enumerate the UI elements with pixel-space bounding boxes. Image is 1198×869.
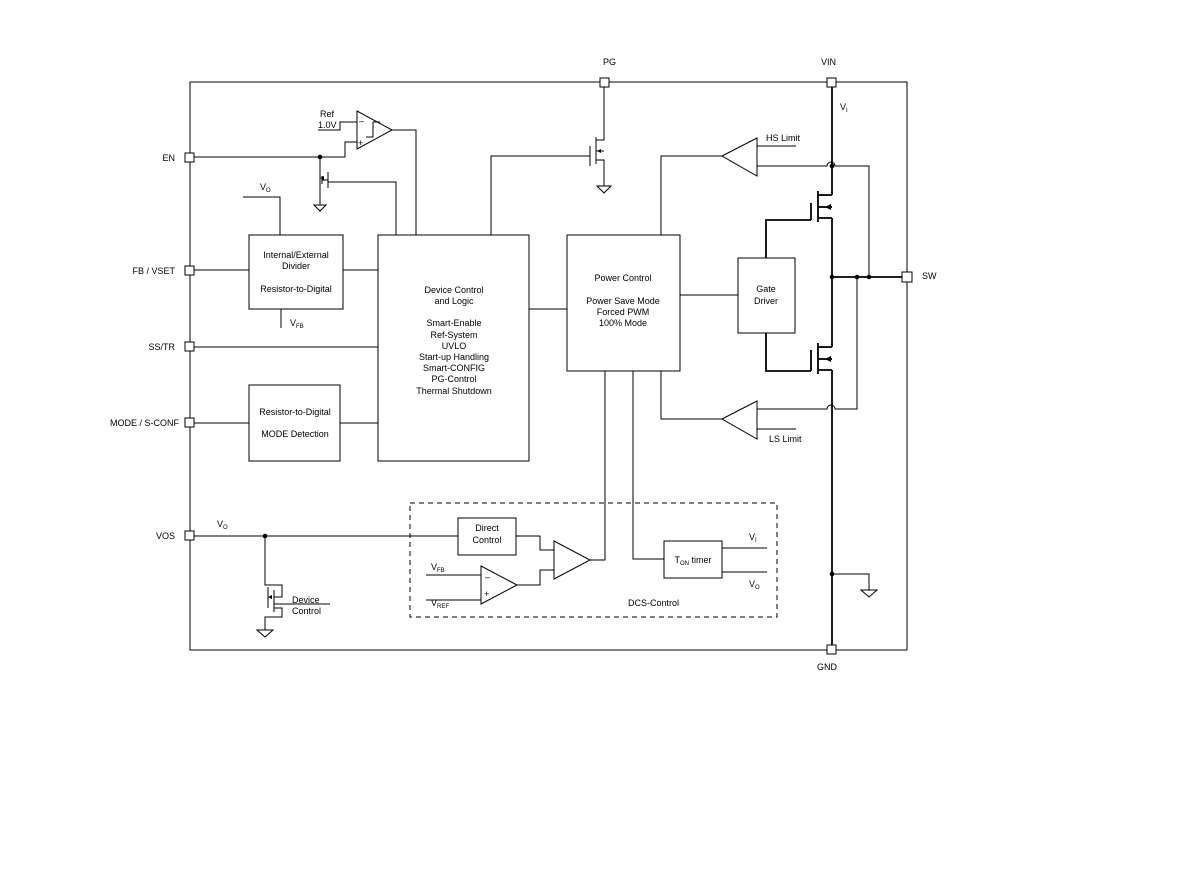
ls-limit-comparator: [720, 400, 758, 440]
pin-ss-tr: SS/TR: [148, 341, 195, 352]
pc-line1: Power Control: [594, 273, 651, 283]
pin-label-fb-vset: FB / VSET: [132, 266, 175, 276]
pin-label-ss-tr: SS/TR: [148, 342, 175, 352]
ls-limit-label: LS Limit: [769, 434, 802, 444]
pin-label-pg: PG: [603, 57, 616, 67]
pin-label-mode-sconf: MODE / S-CONF: [110, 418, 180, 428]
vo-label-ton: VO: [749, 579, 760, 591]
divider-line3: Resistor-to-Digital: [260, 284, 332, 294]
mode-detection-block: Resistor-to-Digital MODE Detection: [248, 384, 341, 462]
gate-driver-block: Gate Driver: [737, 257, 796, 334]
error-amp-plus: +: [484, 589, 489, 599]
pin-label-vin: VIN: [821, 57, 836, 67]
device-control-small-1: Device: [292, 595, 320, 605]
pin-label-vos: VOS: [156, 531, 175, 541]
pin-label-gnd: GND: [817, 662, 838, 672]
dcl-line1: Device Control: [424, 285, 483, 295]
device-boundary: [189, 81, 908, 651]
pg-transistor: [589, 87, 613, 194]
vfb-label-dcs: VFB: [431, 562, 445, 574]
mode-detect-line1: Resistor-to-Digital: [259, 407, 331, 417]
dcl-line2: and Logic: [434, 296, 474, 306]
device-control-small-2: Control: [292, 606, 321, 616]
dcl-line7: Smart-CONFIG: [423, 363, 485, 373]
pin-sw: SW: [901, 271, 937, 283]
dcl-line6: Start-up Handling: [419, 352, 489, 362]
low-side-mosfet: [817, 343, 832, 374]
vi-label-ton: VI: [749, 532, 757, 544]
gd-line2: Driver: [754, 296, 778, 306]
ton-timer-block: TON timer: [663, 540, 723, 579]
en-comparator: – +: [356, 110, 394, 150]
dcs-control-region: [409, 502, 778, 618]
direct-control-line2: Control: [472, 535, 501, 545]
dcl-line8: PG-Control: [431, 374, 476, 384]
pin-mode-sconf: MODE / S-CONF: [110, 417, 195, 428]
vi-label-rail: VI: [840, 102, 848, 114]
power-control-block: Power Control Power Save Mode Forced PWM…: [566, 234, 681, 372]
vref-label-dcs: VREF: [431, 598, 449, 610]
hs-limit-comparator: [720, 137, 758, 177]
device-control-logic-block: Device Control and Logic Smart-Enable Re…: [377, 234, 530, 462]
ref-value: 1.0V: [318, 120, 337, 130]
pc-line4: 100% Mode: [599, 318, 647, 328]
mode-detect-line2: MODE Detection: [261, 429, 329, 439]
divider-line2: Divider: [282, 261, 310, 271]
direct-control-line1: Direct: [475, 523, 499, 533]
ton-timer-label: TON timer: [675, 555, 712, 567]
divider-block: Internal/External Divider Resistor-to-Di…: [248, 234, 344, 310]
dcs-control-label: DCS-Control: [628, 598, 679, 608]
pin-gnd: GND: [817, 644, 838, 672]
vfb-label-divider: VFB: [290, 318, 304, 330]
dcl-line5: UVLO: [442, 341, 467, 351]
gd-line1: Gate: [756, 284, 776, 294]
en-comparator-minus: –: [359, 116, 364, 126]
high-side-mosfet: [817, 191, 832, 222]
error-amp-minus: –: [485, 572, 490, 582]
pin-en: EN: [162, 152, 195, 163]
dcl-line3: Smart-Enable: [426, 318, 481, 328]
pin-fb-vset: FB / VSET: [132, 265, 195, 276]
direct-control-block: Direct Control: [457, 517, 517, 556]
vos-discharge-transistor: Device Control: [255, 584, 330, 638]
ref-label: Ref: [320, 109, 335, 119]
error-amplifier: – +: [480, 565, 519, 605]
pc-line3: Forced PWM: [597, 307, 650, 317]
vo-label-vos: VO: [217, 519, 228, 531]
vo-label-divider: VO: [260, 182, 271, 194]
pin-label-en: EN: [162, 153, 175, 163]
pin-label-sw: SW: [922, 271, 937, 281]
divider-line1: Internal/External: [263, 250, 329, 260]
hs-limit-label: HS Limit: [766, 133, 801, 143]
en-comparator-plus: +: [358, 138, 363, 148]
dcl-line9: Thermal Shutdown: [416, 386, 492, 396]
pin-vos: VOS: [156, 530, 195, 541]
pc-line2: Power Save Mode: [586, 296, 660, 306]
dcl-line4: Ref-System: [430, 330, 477, 340]
en-pulldown-transistor: [312, 172, 397, 235]
dcs-comparator: [553, 540, 592, 580]
